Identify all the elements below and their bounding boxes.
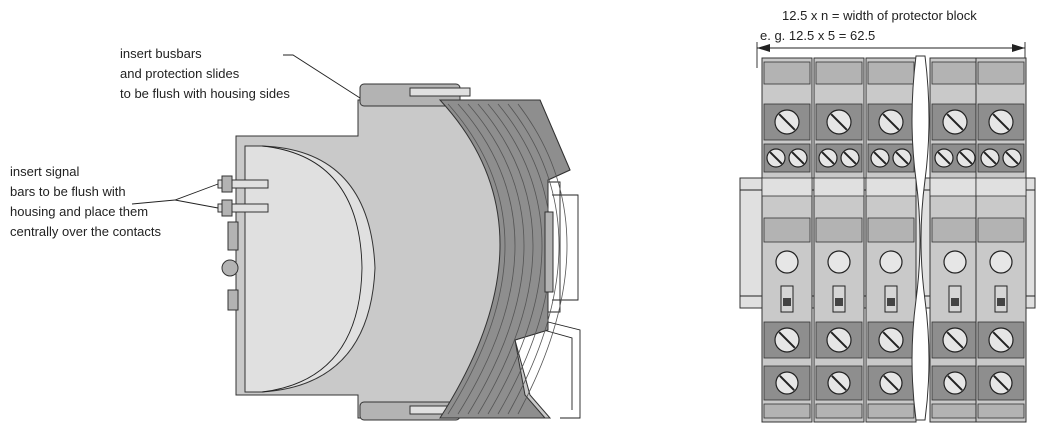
status-window-icon bbox=[827, 250, 851, 274]
screw-slot bbox=[779, 375, 795, 391]
status-window-icon bbox=[943, 250, 967, 274]
screw-slot bbox=[791, 151, 805, 165]
screw-slot bbox=[983, 151, 997, 165]
ribbed-front bbox=[438, 99, 571, 419]
screw-slot bbox=[843, 151, 857, 165]
screw-slot bbox=[959, 151, 973, 165]
screw-slot bbox=[778, 113, 796, 131]
screw-slot bbox=[882, 331, 900, 349]
dimension-formula: 12.5 x n = width of protector block bbox=[782, 8, 977, 23]
indicator-mark bbox=[951, 298, 959, 306]
plug-grip bbox=[815, 217, 863, 243]
protector-module bbox=[761, 57, 813, 423]
busbars-note-line-1: insert busbars bbox=[120, 46, 202, 61]
bottom-cap bbox=[815, 403, 863, 419]
screw-slot bbox=[882, 113, 900, 131]
plug-grip bbox=[763, 217, 811, 243]
screw-slot bbox=[830, 113, 848, 131]
bottom-cap bbox=[931, 403, 979, 419]
screw-slot bbox=[937, 151, 951, 165]
screw-slot bbox=[895, 151, 909, 165]
indicator-mark bbox=[835, 298, 843, 306]
screw-slot bbox=[993, 375, 1009, 391]
protector-module bbox=[975, 57, 1027, 423]
plug-window bbox=[244, 145, 376, 393]
screw-slot bbox=[946, 331, 964, 349]
protector-module bbox=[865, 57, 917, 423]
bottom-cap bbox=[977, 403, 1025, 419]
busbars-note-line-3: to be flush with housing sides bbox=[120, 86, 290, 101]
screw-slot bbox=[821, 151, 835, 165]
screw-slot bbox=[831, 375, 847, 391]
signal-note-line-4: centrally over the contacts bbox=[10, 224, 162, 239]
top-cap bbox=[931, 61, 979, 85]
screw-slot bbox=[769, 151, 783, 165]
signal-note-line-3: housing and place them bbox=[10, 204, 148, 219]
signal-bar-slot bbox=[813, 177, 865, 197]
protector-module bbox=[929, 57, 981, 423]
screw-slot bbox=[883, 375, 899, 391]
status-window-icon bbox=[775, 250, 799, 274]
top-cap bbox=[867, 61, 915, 85]
bottom-cap bbox=[763, 403, 811, 419]
signal-bar-slot bbox=[865, 177, 917, 197]
status-window-icon bbox=[989, 250, 1013, 274]
indicator-mark bbox=[887, 298, 895, 306]
signal-note-line-2: bars to be flush with bbox=[10, 184, 126, 199]
screw-slot bbox=[992, 331, 1010, 349]
screw-slot bbox=[992, 113, 1010, 131]
signal-bar-slot bbox=[929, 177, 981, 197]
protector-module bbox=[813, 57, 865, 423]
screw-slot bbox=[873, 151, 887, 165]
indicator-mark bbox=[783, 298, 791, 306]
indicator-mark bbox=[997, 298, 1005, 306]
busbars-note-line-2: and protection slides bbox=[120, 66, 240, 81]
plug-grip bbox=[931, 217, 979, 243]
status-window-icon bbox=[879, 250, 903, 274]
screw-slot bbox=[947, 375, 963, 391]
top-cap bbox=[977, 61, 1025, 85]
side-view-drawing bbox=[217, 83, 581, 421]
screw-slot bbox=[778, 331, 796, 349]
break-gap bbox=[911, 55, 930, 421]
dimension-example: e. g. 12.5 x 5 = 62.5 bbox=[760, 28, 875, 43]
bottom-cap bbox=[867, 403, 915, 419]
rail-clip bbox=[552, 194, 579, 301]
signal-bar-slot bbox=[975, 177, 1027, 197]
screw-slot bbox=[830, 331, 848, 349]
signal-note-line-1: insert signal bbox=[10, 164, 79, 179]
front-view-modules bbox=[761, 57, 1027, 423]
signal-bar-slot bbox=[761, 177, 813, 197]
top-cap bbox=[815, 61, 863, 85]
top-cap bbox=[763, 61, 811, 85]
plug-grip bbox=[867, 217, 915, 243]
screw-slot bbox=[946, 113, 964, 131]
screw-slot bbox=[1005, 151, 1019, 165]
plug-grip bbox=[977, 217, 1025, 243]
